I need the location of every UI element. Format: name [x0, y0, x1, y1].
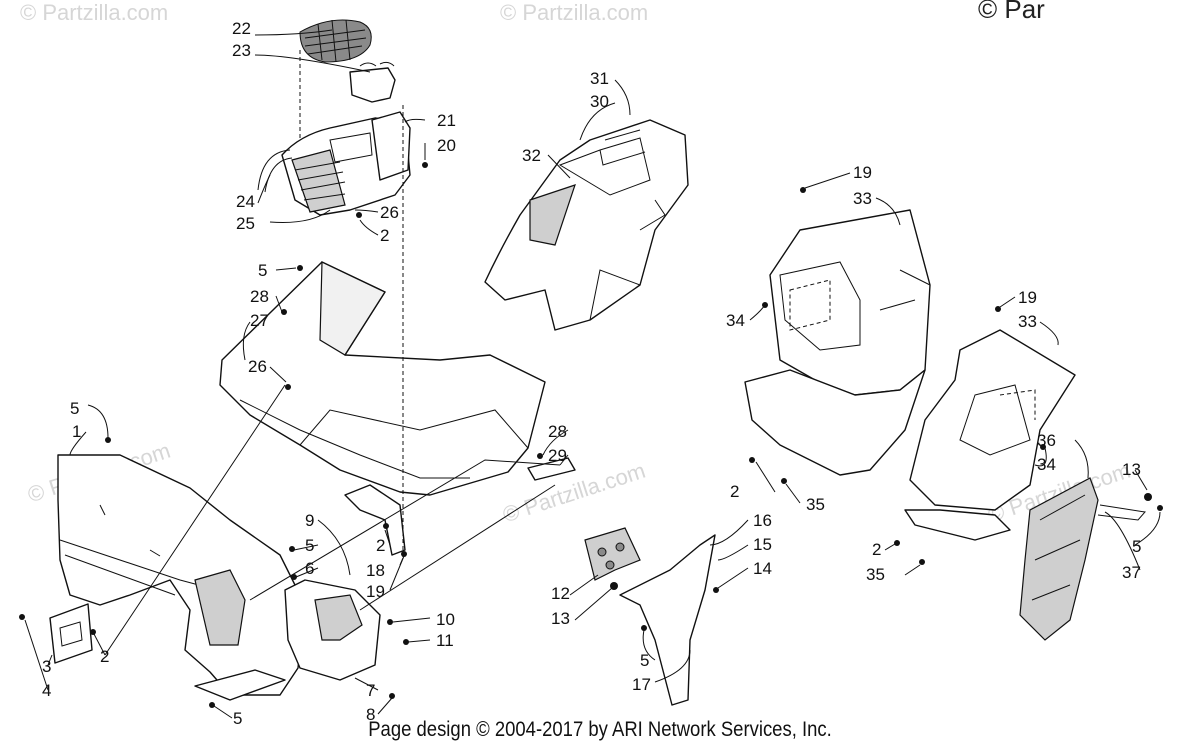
- callout-23: 23: [232, 41, 251, 60]
- callout-10: 10: [436, 610, 455, 629]
- callout-5-mid: 5: [305, 536, 314, 555]
- part-25-console: [281, 111, 411, 216]
- callout-5-tray: 5: [258, 261, 267, 280]
- part-22-grille: [299, 19, 372, 63]
- callout-34-side: 34: [1037, 455, 1056, 474]
- callout-33-side: 33: [1018, 312, 1037, 331]
- callout-1: 1: [72, 422, 81, 441]
- callout-8: 8: [366, 705, 375, 724]
- callout-35-box: 35: [806, 495, 825, 514]
- part-27-storage-tray: [219, 261, 546, 496]
- callout-13-right: 13: [1122, 460, 1141, 479]
- part-16-fender: [619, 534, 716, 706]
- callout-labels: 22 23 21 20 24 25 26 2 5 28 27 26 5 1 31…: [42, 19, 1141, 728]
- callout-2-mid: 2: [376, 536, 385, 555]
- callout-5-fender: 5: [640, 651, 649, 670]
- callout-26-top: 26: [380, 203, 399, 222]
- part-36-bracket: [1019, 477, 1146, 641]
- callout-4: 4: [42, 681, 51, 700]
- watermark-corner: © Par: [978, 0, 1045, 24]
- callout-2-top: 2: [380, 226, 389, 245]
- part-1-dash-panel: [57, 454, 381, 696]
- page-footer: Page design © 2004-2017 by ARI Network S…: [368, 718, 832, 741]
- callout-19-side: 19: [1018, 288, 1037, 307]
- part-30-shroud: [484, 119, 689, 331]
- callout-5-right: 5: [1132, 537, 1141, 556]
- callout-6: 6: [305, 559, 314, 578]
- part-18-bracket: [344, 484, 406, 556]
- part-33-side-box: [904, 329, 1076, 541]
- callout-22: 22: [232, 19, 251, 38]
- callout-24: 24: [236, 192, 255, 211]
- callout-19-mid: 19: [366, 582, 385, 601]
- callout-12: 12: [551, 584, 570, 603]
- callout-32: 32: [522, 146, 541, 165]
- callout-14: 14: [753, 559, 772, 578]
- callout-35-side: 35: [866, 565, 885, 584]
- callout-18: 18: [366, 561, 385, 580]
- callout-5-panel: 5: [70, 399, 79, 418]
- callout-34-box: 34: [726, 311, 745, 330]
- callout-20: 20: [437, 136, 456, 155]
- part-3-plate: [49, 603, 93, 664]
- part-23-cupholder: [349, 61, 396, 103]
- callout-31: 31: [590, 69, 609, 88]
- part-skid: [194, 669, 286, 701]
- callout-36: 36: [1037, 431, 1056, 450]
- callout-21: 21: [437, 111, 456, 130]
- callout-26-tray: 26: [248, 357, 267, 376]
- hardware: [19, 162, 1163, 708]
- part-29-plate: [527, 457, 576, 481]
- callout-29: 29: [548, 446, 567, 465]
- callout-28-plate: 28: [548, 422, 567, 441]
- callout-30: 30: [590, 92, 609, 111]
- callout-leaders: [24, 29, 1161, 719]
- callout-33-box: 33: [853, 189, 872, 208]
- callout-17: 17: [632, 675, 651, 694]
- callout-13-mid: 13: [551, 609, 570, 628]
- callout-25: 25: [236, 214, 255, 233]
- callout-2-left: 2: [100, 647, 109, 666]
- callout-11: 11: [436, 631, 454, 650]
- callout-7: 7: [366, 681, 375, 700]
- callout-16: 16: [753, 511, 772, 530]
- callout-5-bottom: 5: [233, 709, 242, 728]
- part-33-storage-box: [744, 209, 931, 476]
- callout-15: 15: [753, 535, 772, 554]
- callout-2-side: 2: [872, 540, 881, 559]
- callout-19-box: 19: [853, 163, 872, 182]
- callout-9: 9: [305, 511, 314, 530]
- callout-28-tray: 28: [250, 287, 269, 306]
- part-12-bracket: [584, 527, 641, 581]
- callout-27: 27: [250, 311, 269, 330]
- part-24-strap: [257, 149, 293, 193]
- callout-2-box: 2: [730, 482, 739, 501]
- callout-3: 3: [42, 657, 51, 676]
- callout-37: 37: [1122, 563, 1141, 582]
- reference-lines: [104, 50, 561, 656]
